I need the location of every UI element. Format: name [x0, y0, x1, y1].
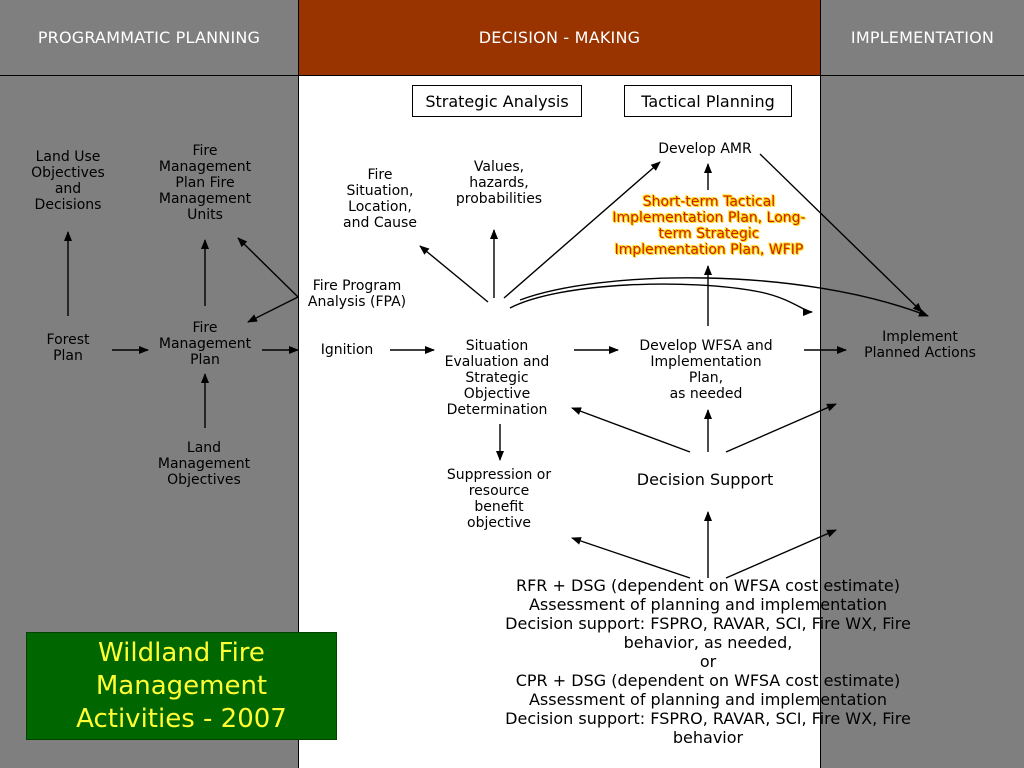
node-values-hazards: Values, hazards, probabilities: [455, 159, 543, 207]
tactical-planning-box: Tactical Planning: [624, 85, 792, 117]
node-fire-situation: Fire Situation, Location, and Cause: [343, 167, 417, 231]
node-implement-planned-actions: Implement Planned Actions: [864, 329, 976, 361]
strategic-analysis-box: Strategic Analysis: [412, 85, 582, 117]
arrow-fpa-to-units: [237, 237, 299, 298]
arrow-ds-to-right: [725, 403, 837, 453]
arrow-situation-to-amr: [503, 161, 661, 299]
node-suppression-objective: Suppression or resource benefit objectiv…: [446, 467, 552, 531]
node-ignition: Ignition: [320, 342, 374, 358]
arrow-ds-to-situation: [571, 407, 691, 453]
node-decision-support: Decision Support: [636, 470, 774, 489]
header-implementation: IMPLEMENTATION: [820, 0, 1024, 76]
rfr-cpr-decision-block: RFR + DSG (dependent on WFSA cost estima…: [505, 576, 911, 747]
arrow-situation-curve-to-wfsa: [509, 283, 813, 316]
node-land-management-objectives: Land Management Objectives: [157, 440, 251, 488]
decision-making-column: [299, 0, 820, 768]
arrow-rfr-to-right: [725, 529, 837, 579]
node-fire-management-units: Fire Management Plan Fire Management Uni…: [158, 143, 252, 223]
header-decision-making: DECISION - MAKING: [299, 0, 820, 76]
node-develop-wfsa: Develop WFSA and Implementation Plan, as…: [639, 338, 773, 402]
title-panel: Wildland Fire Management Activities - 20…: [26, 632, 337, 740]
node-situation-evaluation: Situation Evaluation and Strategic Objec…: [444, 338, 550, 418]
node-fire-program-analysis: Fire Program Analysis (FPA): [307, 278, 407, 310]
arrow-curve-to-implement: [519, 277, 929, 317]
node-fire-management-plan: Fire Management Plan: [158, 320, 252, 368]
node-short-term-plans: Short-term Tactical Implementation Plan,…: [612, 194, 806, 258]
arrow-amr-to-implement: [759, 153, 923, 313]
implementation-column: [820, 0, 1024, 768]
arrow-rfr-to-left: [571, 537, 691, 579]
node-develop-amr: Develop AMR: [658, 141, 752, 157]
node-land-use-objectives: Land Use Objectives and Decisions: [31, 149, 105, 213]
page-title: Wildland Fire Management Activities - 20…: [76, 637, 287, 734]
node-forest-plan: Forest Plan: [46, 332, 90, 364]
arrow-situation-to-fire: [419, 245, 489, 303]
arrow-fpa-to-plan: [247, 296, 299, 323]
header-programmatic-planning: PROGRAMMATIC PLANNING: [0, 0, 299, 76]
